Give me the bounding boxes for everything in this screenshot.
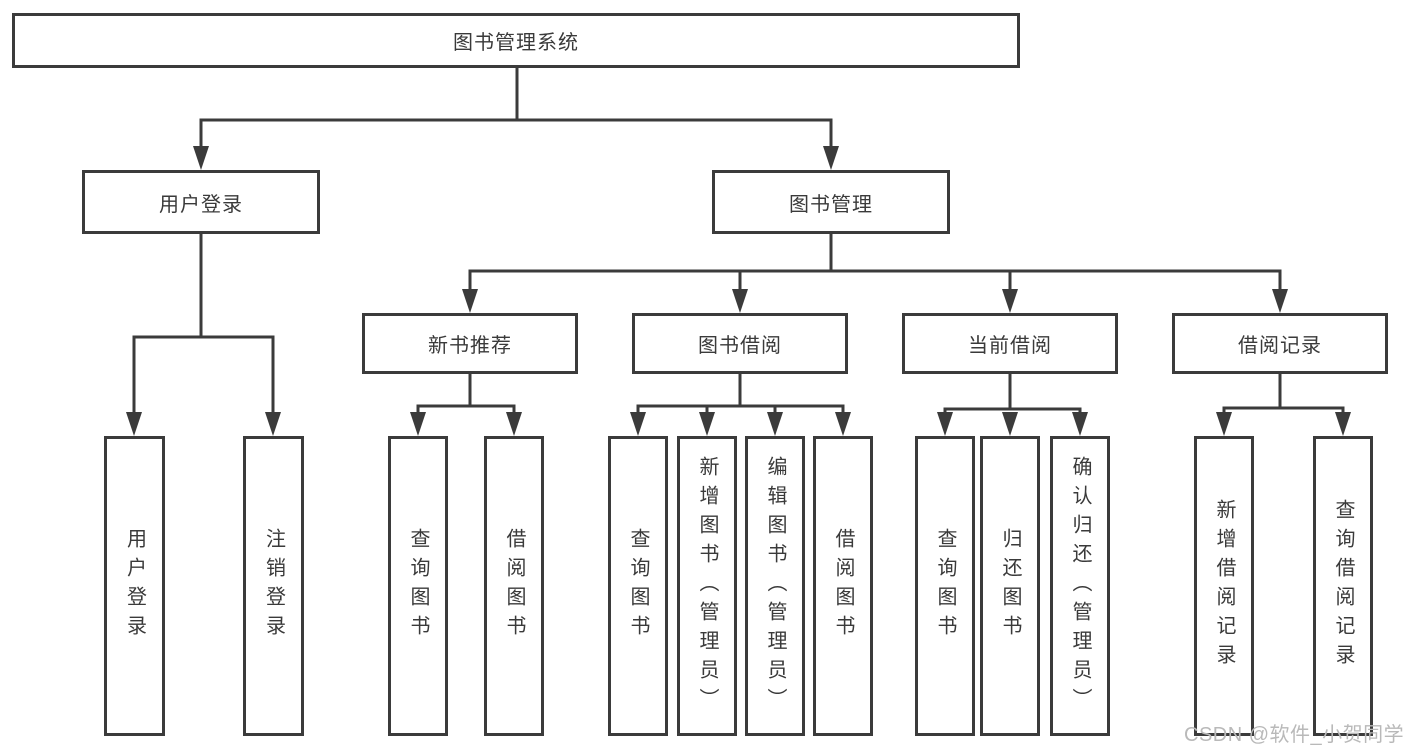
leaf-borrow-books: 借阅图书 — [813, 436, 873, 736]
connector-book-management-to-level3 — [468, 232, 1282, 293]
arrow-down-icon — [630, 412, 646, 436]
node-new-book-recommend: 新书推荐 — [362, 313, 578, 374]
leaf-return-books: 归还图书 — [980, 436, 1040, 736]
arrow-down-icon — [1216, 412, 1232, 436]
arrow-down-icon — [1002, 289, 1018, 313]
arrow-down-icon — [265, 412, 281, 436]
leaf-query-books: 查询图书 — [915, 436, 975, 736]
leaf-confirm-return-admin: 确认归还（管理员） — [1050, 436, 1110, 736]
leaf-query-borrow-record: 查询借阅记录 — [1313, 436, 1373, 736]
leaf-user-login: 用户登录 — [104, 436, 165, 736]
leaf-borrow-books: 借阅图书 — [484, 436, 544, 736]
connector-new-book-to-leaves — [416, 372, 516, 416]
connector-borrowing-records-to-leaves — [1222, 372, 1345, 416]
leaf-logout: 注销登录 — [243, 436, 304, 736]
arrow-down-icon — [1335, 412, 1351, 436]
arrow-down-icon — [699, 412, 715, 436]
arrow-down-icon — [835, 412, 851, 436]
node-borrowing-records: 借阅记录 — [1172, 313, 1388, 374]
arrow-down-icon — [126, 412, 142, 436]
connector-book-borrowing-to-leaves — [636, 372, 845, 416]
leaf-query-books: 查询图书 — [388, 436, 448, 736]
leaf-add-borrow-record: 新增借阅记录 — [1194, 436, 1254, 736]
node-current-borrowing: 当前借阅 — [902, 313, 1118, 374]
arrow-down-icon — [1272, 289, 1288, 313]
connector-current-borrowing-to-leaves — [943, 372, 1082, 416]
arrow-down-icon — [1002, 412, 1018, 436]
csdn-watermark: CSDN @软件_小贺同学 — [1184, 724, 1405, 746]
arrow-down-icon — [193, 146, 209, 170]
arrow-down-icon — [462, 289, 478, 313]
node-book-borrowing: 图书借阅 — [632, 313, 848, 374]
arrow-down-icon — [732, 289, 748, 313]
connector-user-login-to-leaves — [132, 232, 275, 416]
leaf-query-books: 查询图书 — [608, 436, 668, 736]
arrow-down-icon — [823, 146, 839, 170]
node-library-management-system: 图书管理系统 — [12, 13, 1020, 68]
arrow-down-icon — [506, 412, 522, 436]
arrow-down-icon — [1072, 412, 1088, 436]
arrow-down-icon — [410, 412, 426, 436]
arrow-down-icon — [767, 412, 783, 436]
leaf-edit-books-admin: 编辑图书（管理员） — [745, 436, 805, 736]
leaf-add-books-admin: 新增图书（管理员） — [677, 436, 737, 736]
arrow-down-icon — [937, 412, 953, 436]
connector-root-to-level2 — [199, 66, 833, 150]
node-user-login: 用户登录 — [82, 170, 320, 234]
node-book-management: 图书管理 — [712, 170, 950, 234]
